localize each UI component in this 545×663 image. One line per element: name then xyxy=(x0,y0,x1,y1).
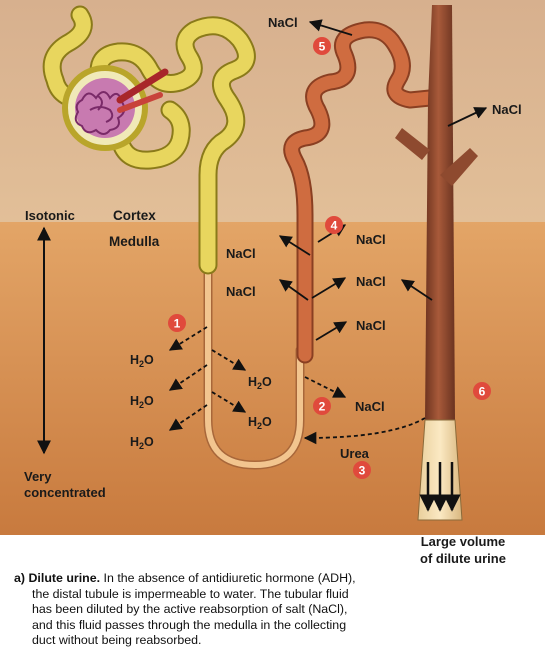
output-label-line2: of dilute urine xyxy=(420,551,506,566)
nephron-diagram: Isotonic Cortex Medulla Very concentrate… xyxy=(0,0,545,535)
caption-title: Dilute urine. xyxy=(28,571,101,585)
cortex-label: Cortex xyxy=(113,208,156,223)
svg-text:4: 4 xyxy=(331,219,338,233)
nacl-label-4-right: NaCl xyxy=(356,232,386,247)
svg-text:3: 3 xyxy=(359,464,366,478)
nacl-label-2: NaCl xyxy=(355,399,385,414)
nacl-label-mid-right: NaCl xyxy=(356,274,386,289)
h2o-label-2: H2O xyxy=(130,394,154,410)
urea-label: Urea xyxy=(340,446,370,461)
badge-6: 6 xyxy=(473,382,491,400)
figure-caption: a) Dilute urine. In the absence of antid… xyxy=(14,571,534,649)
caption-line3: has been diluted by the active reabsorpt… xyxy=(32,602,348,616)
distal-tubule xyxy=(283,21,439,364)
caption-line1: In the absence of antidiuretic hormone (… xyxy=(103,571,356,585)
caption-line2: the distal tubule is impermeable to wate… xyxy=(32,586,349,601)
caption-line4: and this fluid passes through the medull… xyxy=(32,617,347,632)
badge-4: 4 xyxy=(325,216,343,234)
badge-1: 1 xyxy=(168,314,186,332)
concentrated-label: concentrated xyxy=(24,485,106,500)
nacl-label-4-left: NaCl xyxy=(226,246,256,261)
medulla-label: Medulla xyxy=(109,234,160,249)
h2o-label-4: H2O xyxy=(248,375,272,391)
h2o-label-5: H2O xyxy=(248,415,272,431)
svg-text:2: 2 xyxy=(319,400,326,414)
output-label-line1: Large volume xyxy=(420,534,506,549)
nacl-label-mid-left: NaCl xyxy=(226,284,256,299)
badge-5: 5 xyxy=(313,37,331,55)
caption-prefix: a) xyxy=(14,571,26,585)
svg-text:5: 5 xyxy=(319,40,326,54)
badge-3: 3 xyxy=(353,461,371,479)
output-label: Large volume of dilute urine xyxy=(388,533,538,567)
svg-text:6: 6 xyxy=(479,385,486,399)
badge-2: 2 xyxy=(313,397,331,415)
collecting-duct xyxy=(395,5,478,521)
very-label: Very xyxy=(24,469,52,484)
nacl-label-lower-right: NaCl xyxy=(356,318,386,333)
svg-text:1: 1 xyxy=(174,317,181,331)
glomerulus xyxy=(62,65,169,151)
nacl-label-right: NaCl xyxy=(492,102,522,117)
h2o-label-3: H2O xyxy=(130,435,154,451)
h2o-label-1: H2O xyxy=(130,353,154,369)
loop-of-henle xyxy=(203,257,305,470)
nacl-label-top: NaCl xyxy=(268,15,298,30)
isotonic-label: Isotonic xyxy=(25,208,75,223)
caption-line5: duct without being reabsorbed. xyxy=(32,633,202,647)
